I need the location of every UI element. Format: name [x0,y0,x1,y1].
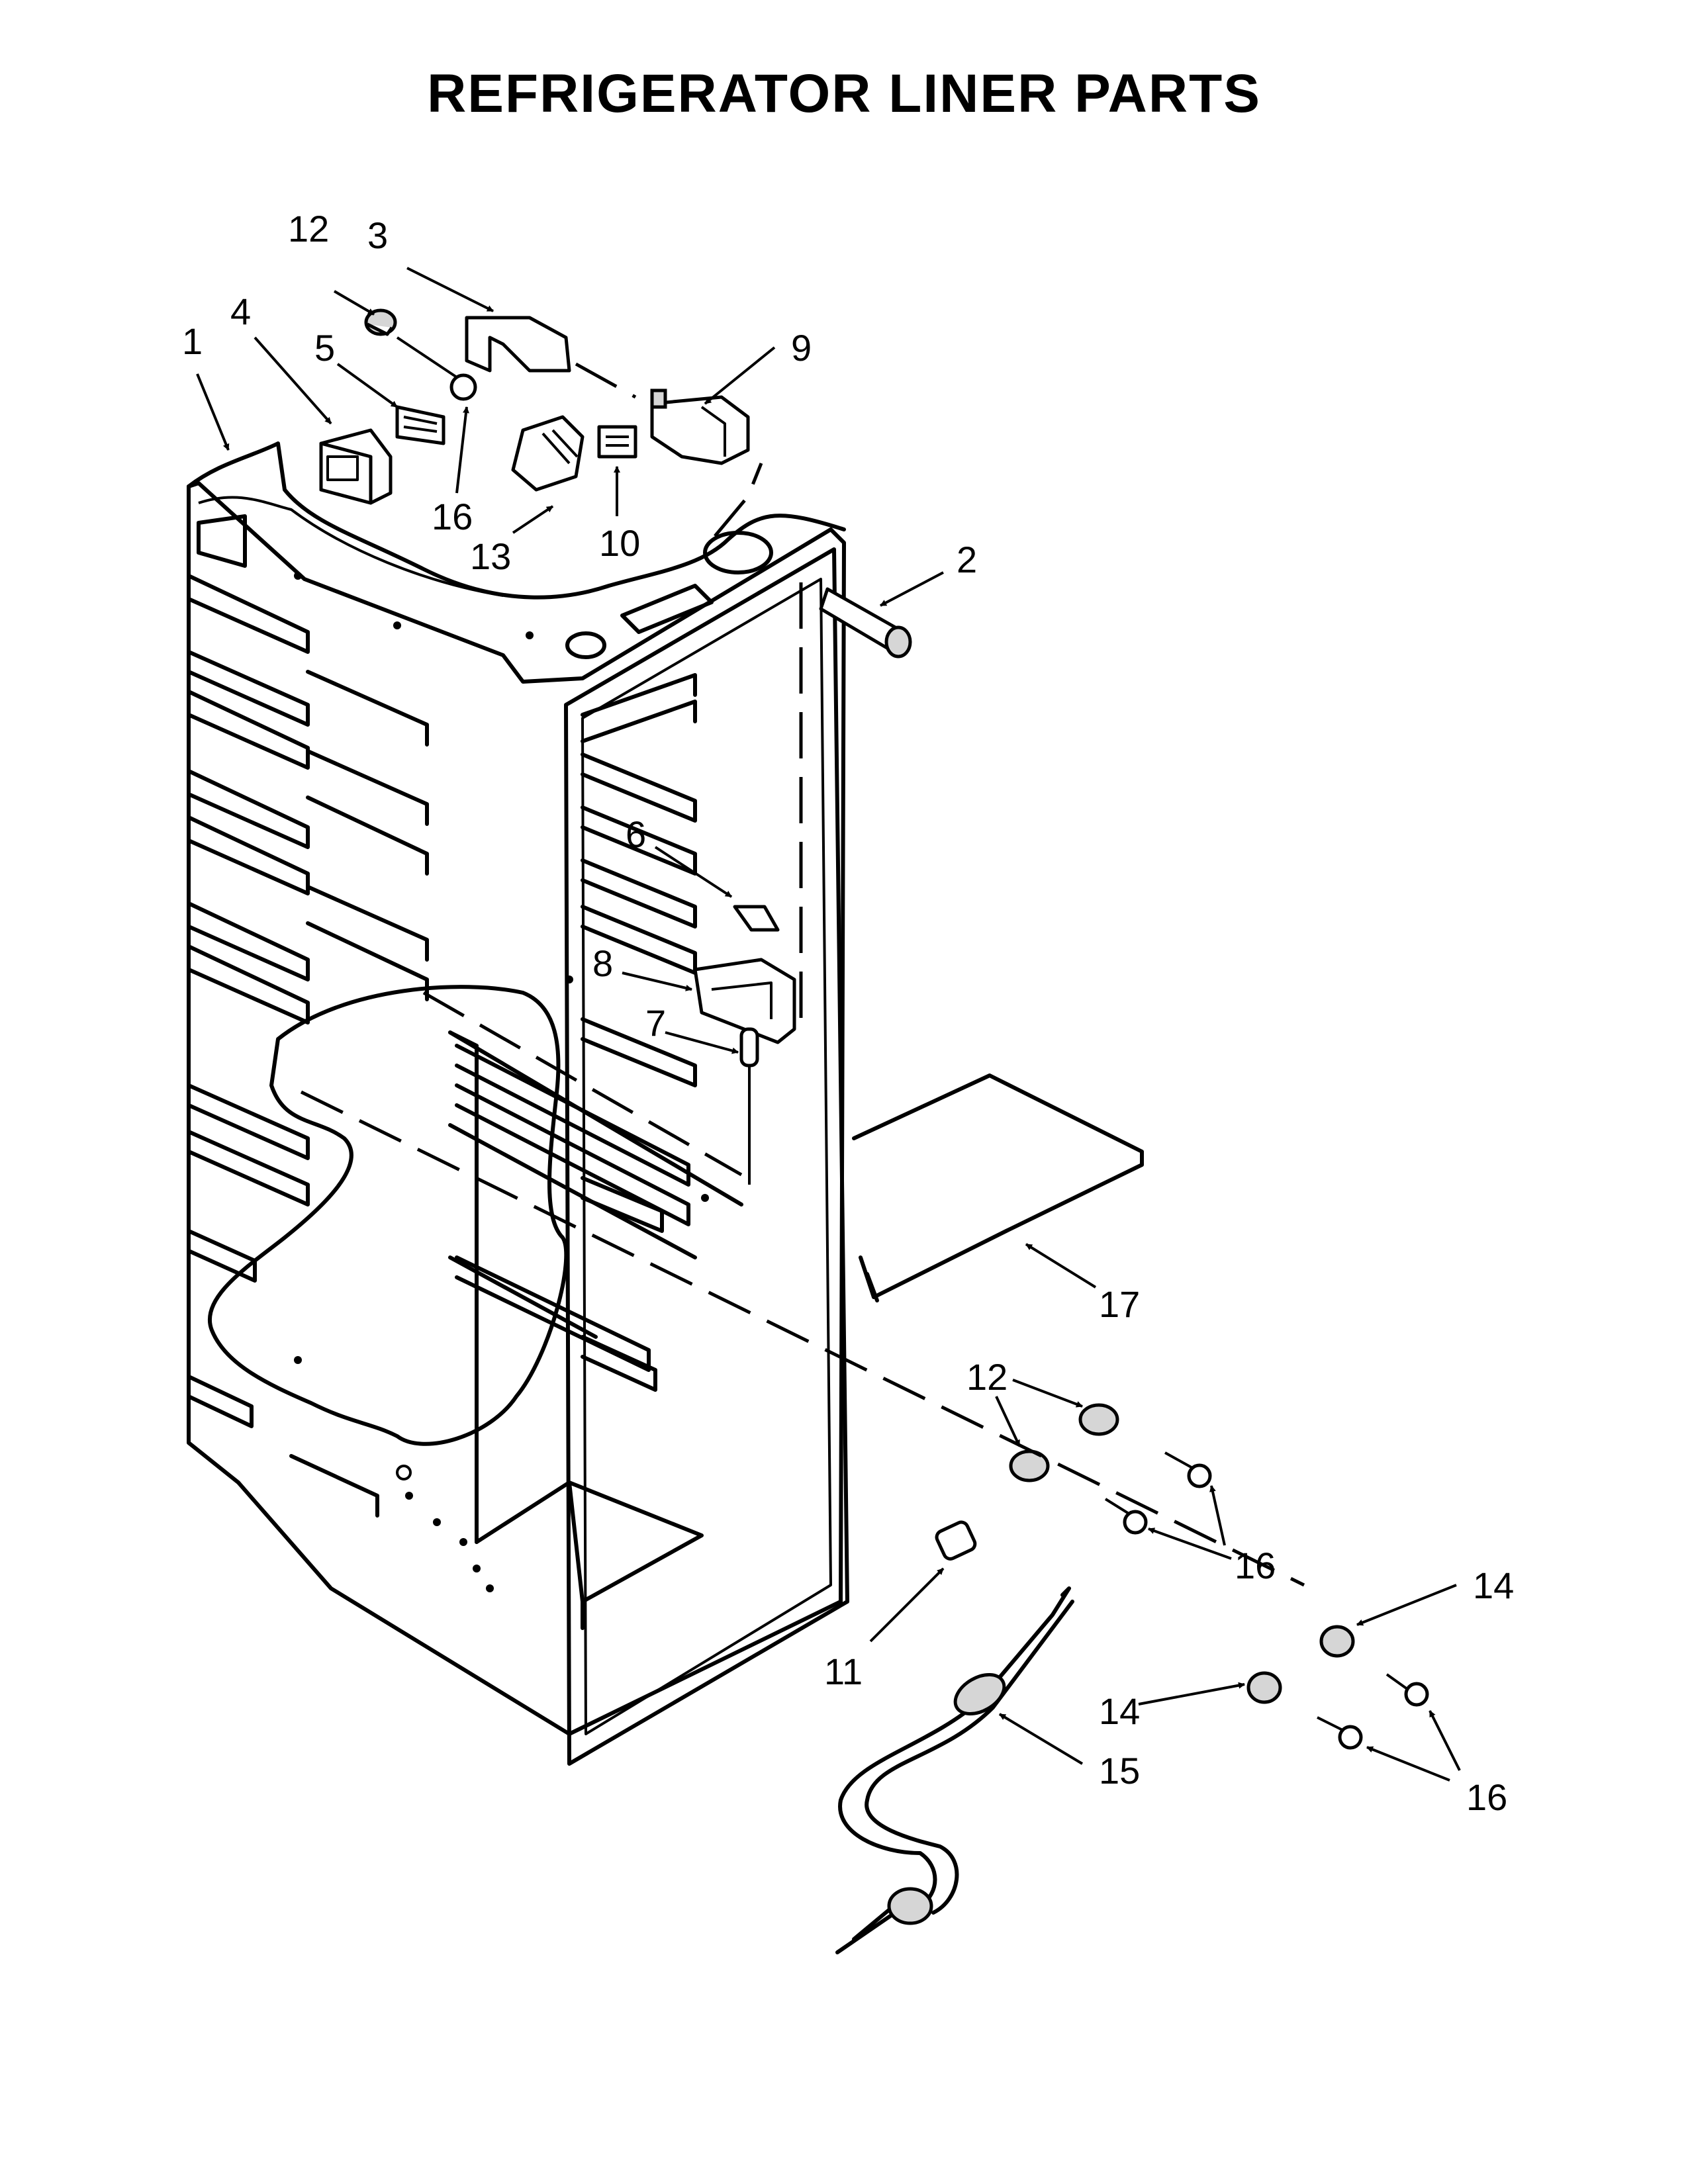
callout-14-left: 14 [1099,1690,1140,1732]
callout-2: 2 [957,539,977,580]
callout-7: 7 [645,1002,666,1044]
page-title: REFRIGERATOR LINER PARTS [427,64,1261,124]
liner-holes [294,572,709,1592]
callout-16-upper: 16 [432,496,473,537]
callout-labels: 1 12 3 4 5 9 16 13 10 2 6 8 7 17 12 16 1… [182,208,1514,1818]
callout-17: 17 [1099,1283,1140,1325]
callout-11: 11 [824,1651,863,1692]
assembly-lines [300,362,1305,1587]
liner-body [187,441,849,1766]
callout-4: 4 [230,291,251,332]
part-17-tray [852,1073,1144,1302]
callout-6: 6 [626,813,646,855]
callout-16-middle: 16 [1235,1545,1276,1586]
part-4-housing [319,428,393,505]
part-9-switch [650,388,750,465]
callout-12-lower: 12 [966,1356,1008,1398]
callout-16-lower: 16 [1466,1776,1507,1818]
callout-14-right: 14 [1473,1565,1514,1606]
callout-12-upper: 12 [288,208,329,250]
callout-8: 8 [592,942,613,984]
callout-10: 10 [599,522,640,564]
left-wall-ribs [187,574,429,1518]
part-14-grommets [1246,1625,1355,1704]
callout-9: 9 [791,327,812,369]
part-16-screw-upper [396,336,477,401]
callout-3: 3 [367,214,388,256]
leader-arrows [196,267,1461,1782]
part-16-screws-middle [1104,1451,1212,1535]
part-6-clip [733,905,780,932]
part-8-housing [693,958,796,1044]
callout-5: 5 [314,327,335,369]
part-15-tube [835,1586,1074,1954]
right-wall-slots [581,673,697,1392]
part-16-screws-lower [1317,1673,1429,1750]
part-12-plug-upper [364,308,397,336]
callout-15: 15 [1099,1750,1140,1792]
callout-1: 1 [182,320,203,362]
callout-13: 13 [470,535,511,577]
part-12-plugs-lower [1009,1403,1119,1482]
part-7-probe [739,1027,759,1185]
part-11-fitting [935,1520,977,1561]
part-2-tube [819,587,912,659]
part-10-label [597,425,637,459]
part-13-cover [511,415,585,492]
part-3-bracket [465,316,571,373]
part-5-module [395,405,445,445]
